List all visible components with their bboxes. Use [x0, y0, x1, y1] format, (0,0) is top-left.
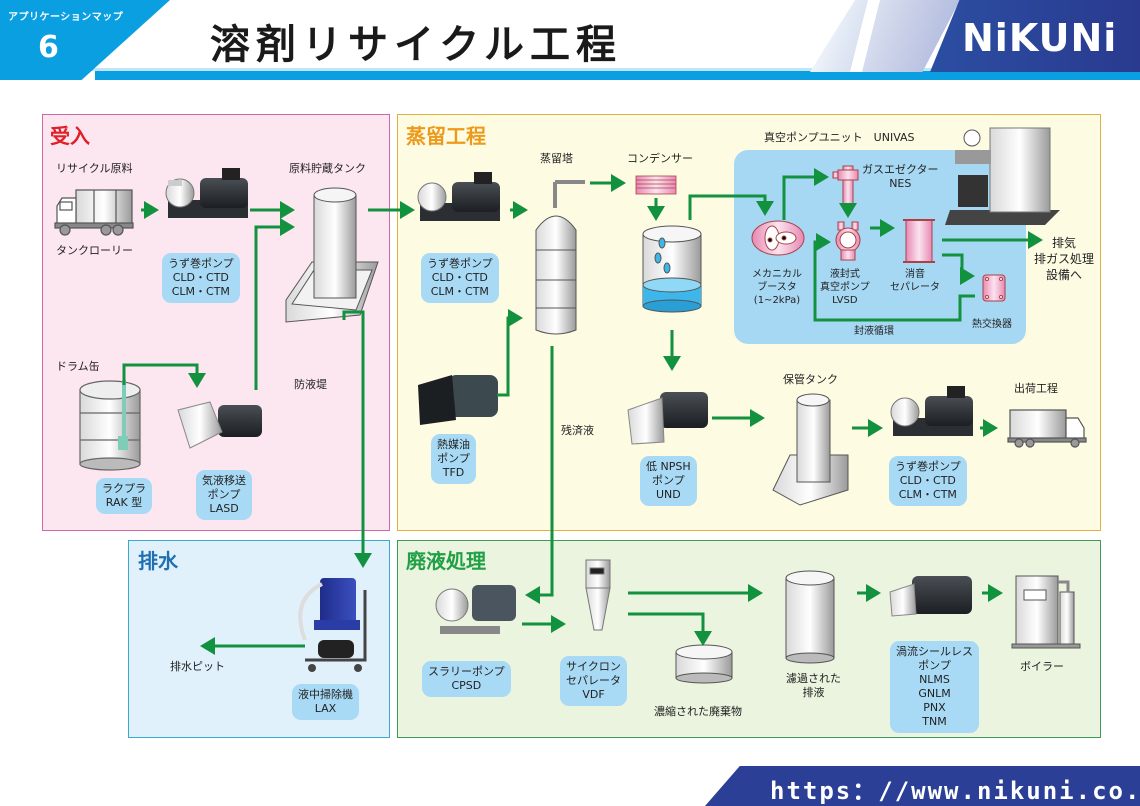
badge-line: 低 NPSH — [646, 460, 691, 473]
badge-line: CLM・CTM — [898, 488, 957, 501]
booster-line: ブースタ — [757, 282, 797, 293]
badge-line: LAX — [314, 702, 337, 715]
section-waste-treatment — [397, 540, 1101, 738]
badge-line: RAK 型 — [105, 496, 143, 509]
page-title: 溶剤リサイクル工程 — [210, 22, 622, 68]
label-concentrated-waste: 濃縮された廃棄物 — [654, 705, 742, 718]
label-lvsd: 液封式 真空ポンプ LVSD — [820, 268, 870, 307]
pump-badge-cld[interactable]: うず巻ポンプ CLD・CTD CLM・CTM — [162, 253, 240, 303]
badge-line: TFD — [442, 466, 465, 479]
pump-badge-sealless[interactable]: 渦流シールレス ポンプ NLMS GNLM PNX TNM — [890, 641, 979, 733]
pump-badge-cld-in[interactable]: うず巻ポンプ CLD・CTD CLM・CTM — [421, 253, 499, 303]
badge-line: 液中掃除機 — [298, 688, 353, 701]
label-seal-loop: 封液循環 — [854, 326, 894, 337]
badge-line: ラクプラ — [102, 482, 146, 495]
badge-line: 熱媒油 — [437, 438, 470, 451]
pump-badge-lax[interactable]: 液中掃除機 LAX — [292, 684, 359, 720]
pump-badge-rak[interactable]: ラクプラ RAK 型 — [96, 478, 152, 514]
section-title-drainage: 排水 — [138, 549, 178, 573]
separator-line: 消音 — [905, 269, 925, 280]
header-stripe-light — [90, 68, 1140, 71]
label-dike: 防液堤 — [294, 378, 327, 391]
pump-badge-und[interactable]: 低 NPSH ポンプ UND — [640, 456, 697, 506]
badge-line: CLD・CTD — [172, 271, 229, 284]
label-drain-pit: 排水ピット — [170, 660, 225, 673]
label-distillation-tower: 蒸留塔 — [540, 152, 573, 165]
pump-badge-tfd[interactable]: 熱媒油 ポンプ TFD — [431, 434, 476, 484]
badge-line: NLMS — [919, 673, 950, 686]
label-separator: 消音 セパレータ — [890, 268, 940, 294]
badge-line: セパレータ — [566, 674, 621, 687]
label-drum: ドラム缶 — [56, 360, 100, 373]
badge-line: CLM・CTM — [430, 285, 489, 298]
label-recycle-material: リサイクル原料 — [56, 162, 133, 175]
filtered-line: 排液 — [802, 686, 825, 699]
badge-line: CLD・CTD — [899, 474, 956, 487]
label-gas-ejector: ガスエゼクター NES — [862, 163, 939, 191]
badge-line: 気液移送 — [202, 474, 246, 487]
lvsd-line: LVSD — [832, 295, 858, 306]
badge-line: 渦流シールレス — [896, 645, 973, 658]
exhaust-line: 排ガス処理 — [1034, 252, 1095, 266]
footer-url-link[interactable]: https：//www.nikuni.co.jp — [770, 777, 1140, 805]
booster-line: (1~2kPa) — [753, 295, 801, 306]
badge-line: TNM — [922, 715, 947, 728]
label-filtered-liquid: 濾過された 排液 — [786, 672, 841, 700]
pump-badge-cpsd[interactable]: スラリーポンプ CPSD — [422, 661, 511, 697]
badge-line: ポンプ — [207, 488, 241, 501]
badge-line: CPSD — [451, 679, 482, 692]
filtered-line: 濾過された — [786, 672, 841, 685]
badge-line: ポンプ — [651, 474, 685, 487]
label-storage-tank: 原料貯蔵タンク — [289, 162, 366, 175]
brand-logo: NiKUNi — [962, 16, 1118, 60]
exhaust-line: 排気 — [1052, 236, 1077, 250]
booster-line: メカニカル — [752, 269, 802, 280]
exhaust-line: 設備へ — [1046, 268, 1083, 282]
badge-line: UND — [655, 488, 681, 501]
pump-badge-lasd[interactable]: 気液移送 ポンプ LASD — [196, 470, 252, 520]
brand-banner — [930, 0, 1140, 72]
label-boiler: ボイラー — [1020, 660, 1064, 673]
label-vacuum-unit: 真空ポンプユニット UNIVAS — [764, 131, 915, 144]
badge-line: CLD・CTD — [431, 271, 488, 284]
footer-banner — [705, 766, 1140, 806]
label-residue: 残済液 — [561, 424, 594, 437]
badge-line: ポンプ — [918, 659, 951, 672]
label-condenser: コンデンサー — [627, 152, 693, 165]
badge-line: CLM・CTM — [171, 285, 230, 298]
label-booster: メカニカル ブースタ (1~2kPa) — [752, 268, 802, 307]
label-shipping: 出荷工程 — [1014, 382, 1058, 395]
badge-line: うず巻ポンプ — [168, 257, 234, 270]
pump-badge-cld-out[interactable]: うず巻ポンプ CLD・CTD CLM・CTM — [889, 456, 967, 506]
section-ukeire — [42, 114, 390, 531]
label-exhaust: 排気 排ガス処理 設備へ — [1034, 235, 1094, 283]
badge-line: LASD — [209, 502, 239, 515]
label-heat-exchanger: 熱交換器 — [972, 319, 1012, 330]
ejector-line: NES — [889, 177, 912, 190]
badge-line: PNX — [923, 701, 946, 714]
pump-badge-vdf[interactable]: サイクロン セパレータ VDF — [560, 656, 627, 706]
badge-line: サイクロン — [566, 660, 621, 673]
section-title-distillation: 蒸留工程 — [406, 124, 486, 148]
section-title-ukeire: 受入 — [50, 124, 90, 148]
lvsd-line: 液封式 — [829, 269, 860, 280]
section-title-waste: 廃液処理 — [406, 549, 486, 573]
ejector-line: ガスエゼクター — [862, 163, 939, 176]
label-storage-tank-2: 保管タンク — [783, 373, 838, 386]
badge-line: VDF — [582, 688, 605, 701]
lvsd-line: 真空ポンプ — [820, 282, 870, 293]
badge-line: ポンプ — [437, 452, 470, 465]
badge-line: スラリーポンプ — [428, 665, 505, 678]
map-badge-number: 6 — [38, 30, 59, 65]
label-tank-lorry: タンクローリー — [56, 244, 133, 257]
badge-line: GNLM — [918, 687, 951, 700]
map-badge-label: アプリケーションマップ — [8, 12, 124, 23]
header-stripe — [95, 71, 1140, 80]
badge-line: うず巻ポンプ — [895, 460, 961, 473]
separator-line: セパレータ — [890, 282, 940, 293]
badge-line: うず巻ポンプ — [427, 257, 493, 270]
